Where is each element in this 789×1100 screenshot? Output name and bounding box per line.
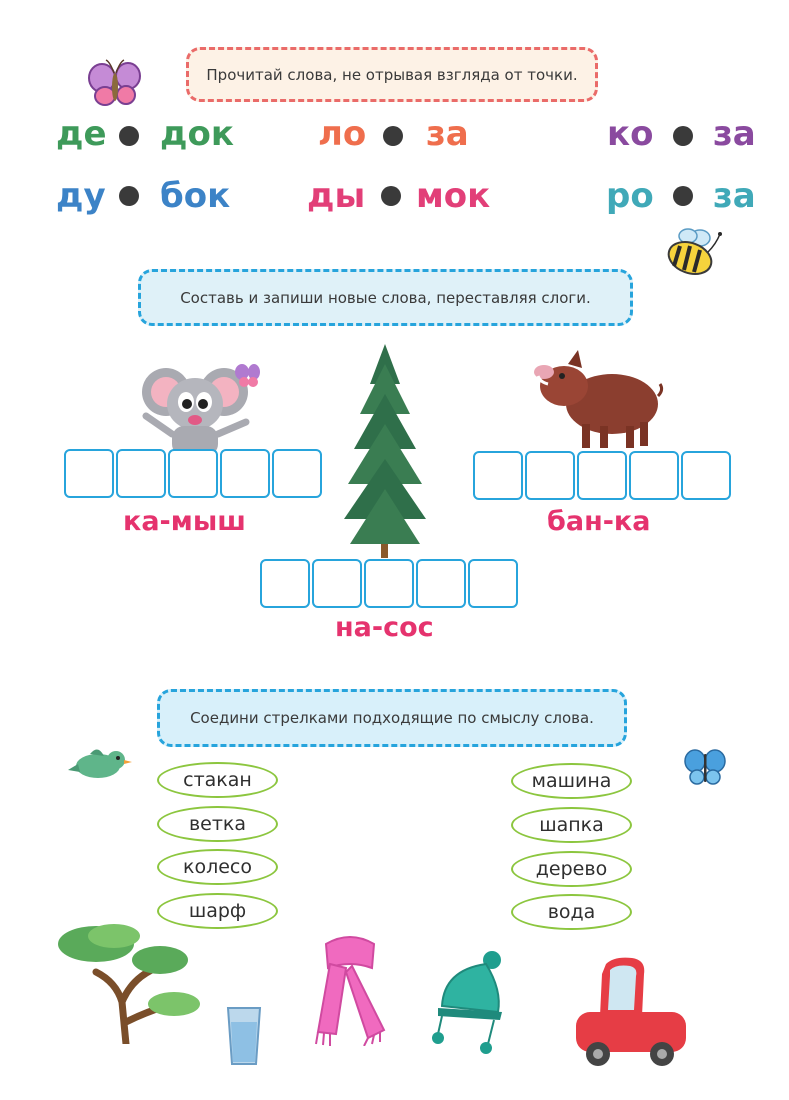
syllable-mok: мок (416, 176, 491, 216)
focus-dot (383, 126, 403, 146)
bee-icon (667, 228, 722, 275)
word-label: вода (547, 901, 596, 923)
letter-box[interactable] (168, 449, 218, 498)
syllable-lo: ло (318, 114, 367, 154)
word-oval-right[interactable]: дерево (511, 851, 632, 887)
word-label: дерево (535, 858, 608, 880)
word-oval-right[interactable]: шапка (511, 807, 632, 843)
word-oval-left[interactable]: стакан (157, 762, 278, 798)
instruction-connect-text: Соедини стрелками подходящие по смыслу с… (190, 709, 594, 727)
letter-box[interactable] (64, 449, 114, 498)
letter-box[interactable] (577, 451, 627, 500)
letter-box[interactable] (681, 451, 731, 500)
syllable-du: ду (56, 176, 106, 216)
letter-box[interactable] (525, 451, 575, 500)
glass-illustration (226, 1007, 262, 1065)
focus-dot (673, 126, 693, 146)
letter-box[interactable] (468, 559, 518, 608)
word-label: ветка (188, 813, 247, 835)
word-label: машина (531, 770, 612, 792)
letter-boxes-center[interactable] (260, 559, 518, 608)
focus-dot (673, 186, 693, 206)
letter-box[interactable] (364, 559, 414, 608)
letter-boxes-right[interactable] (473, 451, 731, 500)
letter-box[interactable] (116, 449, 166, 498)
instruction-read-text: Прочитай слова, не отрывая взгляда от то… (206, 65, 578, 84)
focus-dot (381, 186, 401, 206)
scarf-illustration (315, 936, 386, 1046)
syllable-bok: бок (160, 176, 231, 216)
letter-box[interactable] (220, 449, 270, 498)
word-banka: бан-ка (547, 506, 651, 537)
letter-box[interactable] (272, 449, 322, 498)
syllable-za: за (713, 176, 756, 216)
syllable-dy: ды (307, 176, 366, 216)
fir-tree-illustration (344, 344, 426, 558)
syllable-za: за (713, 114, 756, 154)
word-oval-left[interactable]: ветка (157, 806, 278, 842)
letter-box[interactable] (416, 559, 466, 608)
word-label: шапка (539, 814, 604, 836)
word-label: стакан (183, 769, 252, 791)
bird-icon (68, 749, 132, 778)
tree-illustration (58, 924, 200, 1044)
syllable-de: де (56, 114, 107, 154)
mouse-illustration (142, 364, 260, 456)
syllable-ko: ко (607, 114, 654, 154)
letter-box[interactable] (312, 559, 362, 608)
butterfly-icon (88, 59, 141, 106)
syllable-dok: док (160, 114, 234, 154)
boar-illustration (534, 350, 664, 448)
word-oval-right[interactable]: вода (511, 894, 632, 930)
instruction-connect-banner: Соедини стрелками подходящие по смыслу с… (157, 689, 627, 747)
letter-boxes-left[interactable] (64, 449, 322, 498)
word-oval-left[interactable]: шарф (157, 893, 278, 929)
letter-box[interactable] (260, 559, 310, 608)
letter-box[interactable] (473, 451, 523, 500)
syllable-za: за (426, 114, 469, 154)
butterfly-blue-icon (684, 749, 726, 785)
word-kamysh: ка-мыш (123, 506, 246, 537)
focus-dot (119, 186, 139, 206)
instruction-compose-banner: Составь и запиши новые слова, переставля… (138, 269, 633, 326)
focus-dot (119, 126, 139, 146)
instruction-read-banner: Прочитай слова, не отрывая взгляда от то… (186, 47, 598, 102)
word-label: шарф (188, 900, 247, 922)
instruction-compose-text: Составь и запиши новые слова, переставля… (180, 288, 591, 307)
word-nasos: на-сос (335, 612, 434, 643)
word-oval-right[interactable]: машина (511, 763, 632, 799)
car-illustration (576, 957, 686, 1066)
hat-illustration (432, 951, 502, 1054)
syllable-ro: ро (606, 176, 654, 216)
word-oval-left[interactable]: колесо (157, 849, 278, 885)
word-label: колесо (182, 856, 252, 878)
letter-box[interactable] (629, 451, 679, 500)
